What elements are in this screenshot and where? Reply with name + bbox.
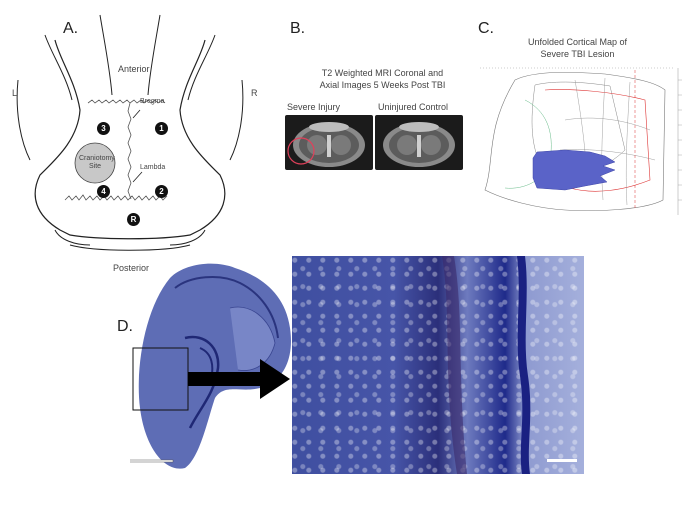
site-marker-3: 3 bbox=[97, 122, 110, 135]
left-label: L bbox=[12, 88, 18, 98]
right-label: R bbox=[251, 88, 258, 98]
site-marker-r: R bbox=[127, 213, 140, 226]
severe-injury-label: Severe Injury bbox=[287, 102, 341, 112]
brain-section-histology bbox=[130, 263, 291, 469]
magnified-scale-bar bbox=[547, 459, 577, 462]
cortical-map bbox=[480, 67, 682, 215]
cortical-map-title: Unfolded Cortical Map of Severe TBI Lesi… bbox=[510, 36, 645, 60]
lesion-highlight-circle bbox=[287, 137, 315, 165]
site-marker-4: 4 bbox=[97, 185, 110, 198]
craniotomy-circle bbox=[74, 142, 116, 184]
scale-bar bbox=[130, 459, 174, 463]
panel-a-label: A. bbox=[63, 20, 79, 37]
craniotomy-label: Craniotomy Site bbox=[79, 155, 115, 170]
mri-caption-line2: Axial Images 5 Weeks Post TBI bbox=[319, 80, 446, 90]
lesion-area bbox=[532, 149, 616, 191]
anterior-label: Anterior bbox=[118, 64, 150, 74]
magnified-histology bbox=[292, 256, 584, 474]
lambda-suture bbox=[64, 194, 168, 201]
bregma-suture bbox=[87, 99, 166, 104]
cortical-map-title-line1: Unfolded Cortical Map of bbox=[527, 37, 628, 47]
cortical-map-title-line2: Severe TBI Lesion bbox=[540, 49, 615, 59]
mri-caption: T2 Weighted MRI Coronal and Axial Images… bbox=[290, 67, 475, 91]
panel-b-label: B. bbox=[290, 20, 306, 37]
posterior-label: Posterior bbox=[113, 263, 150, 273]
mri-uninjured-control bbox=[375, 115, 463, 170]
panel-d-label: D. bbox=[117, 318, 133, 335]
panel-c-label: C. bbox=[478, 20, 494, 37]
sagittal-suture bbox=[127, 102, 132, 200]
uninjured-control-label: Uninjured Control bbox=[378, 102, 449, 112]
skull-diagram bbox=[16, 14, 244, 251]
mri-severe-injury bbox=[285, 115, 373, 170]
lambda-label: Lambda bbox=[140, 164, 166, 171]
bregma-label: Bregma bbox=[140, 98, 165, 105]
site-marker-2: 2 bbox=[155, 185, 168, 198]
site-marker-1: 1 bbox=[155, 122, 168, 135]
zoom-arrow bbox=[188, 359, 290, 399]
mri-caption-line1: T2 Weighted MRI Coronal and bbox=[321, 68, 444, 78]
skull-outline bbox=[34, 39, 226, 240]
